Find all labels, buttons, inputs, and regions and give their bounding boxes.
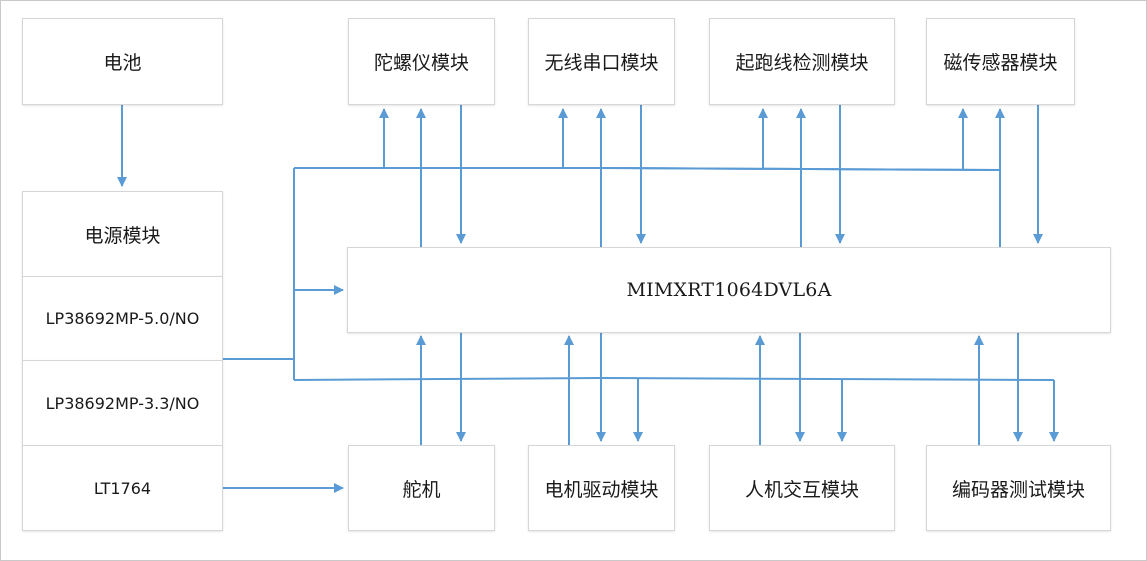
regulator-lt1764-box: LT1764: [22, 445, 223, 531]
magnetic-sensor-box: 磁传感器模块: [926, 18, 1075, 105]
wire-bottom-bus: [293, 376, 1055, 381]
hmi-label: 人机交互模块: [744, 478, 859, 501]
hmi-box: 人机交互模块: [709, 445, 895, 531]
servo-label: 舵机: [402, 478, 441, 501]
regulator-3v3-box: LP38692MP-3.3/NO: [22, 360, 223, 446]
regulator-5v-label: LP38692MP-5.0/NO: [45, 309, 200, 328]
start-line-detect-label: 起跑线检测模块: [735, 52, 869, 74]
servo-box: 舵机: [348, 445, 495, 531]
power-module-label: 电源模块: [84, 224, 161, 247]
battery-label: 电池: [103, 52, 142, 74]
power-module-box: 电源模块: [22, 191, 223, 277]
gyroscope-box: 陀螺仪模块: [348, 18, 495, 105]
encoder-test-label: 编码器测试模块: [951, 478, 1085, 501]
regulator-5v-box: LP38692MP-5.0/NO: [22, 276, 223, 361]
motor-driver-label: 电机驱动模块: [544, 478, 659, 501]
regulator-3v3-label: LP38692MP-3.3/NO: [45, 393, 200, 413]
battery-box: 电池: [22, 18, 223, 105]
mcu-box: MIMXRT1064DVL6A: [347, 247, 1111, 333]
mcu-label: MIMXRT1064DVL6A: [626, 279, 832, 301]
magnetic-sensor-label: 磁传感器模块: [943, 52, 1058, 74]
gyroscope-label: 陀螺仪模块: [373, 52, 469, 74]
encoder-test-box: 编码器测试模块: [926, 445, 1111, 531]
motor-driver-box: 电机驱动模块: [528, 445, 675, 531]
regulator-lt1764-label: LT1764: [93, 478, 152, 498]
wireless-serial-box: 无线串口模块: [528, 18, 675, 105]
wireless-serial-label: 无线串口模块: [544, 52, 659, 74]
start-line-detect-box: 起跑线检测模块: [709, 18, 895, 105]
